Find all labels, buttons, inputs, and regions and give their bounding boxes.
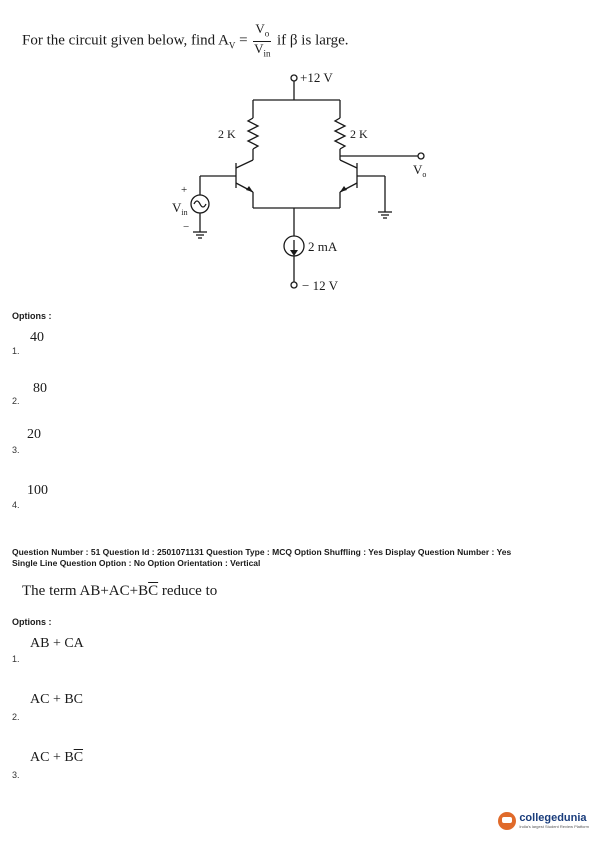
q1-option-2-value[interactable]: 80 (33, 381, 47, 396)
q2-option-1-number: 1. (12, 654, 20, 664)
vin-minus-label: − (183, 221, 189, 233)
collegedunia-logo: collegedunia India's largest Student Rev… (498, 812, 589, 830)
q1-frac-denominator: Vin (254, 40, 271, 59)
current-label: 2 mA (308, 239, 338, 254)
q1-option-4-number: 4. (12, 500, 20, 510)
circuit-diagram: +12 V 2 K 2 K Vo Vin + − 2 mA − 12 V (172, 70, 426, 293)
vo-terminal (417, 152, 425, 160)
q2-text-before: The term AB+AC+B (22, 583, 149, 599)
q2-option-1-value[interactable]: AB + CA (30, 636, 84, 651)
q1-frac-numerator: Vo (253, 22, 272, 42)
logo-tagline: India's largest Student Review Platform (519, 824, 589, 829)
q2-text-after: reduce to (158, 583, 218, 599)
q2-option-3-overline-c: C (73, 750, 84, 765)
rc-left-label: 2 K (218, 127, 236, 141)
q2-option-2-number: 2. (12, 712, 20, 722)
q1-option-1-number: 1. (12, 346, 20, 356)
options-label-q2: Options : (12, 617, 52, 627)
q2-option-2-value[interactable]: AC + BC (30, 692, 84, 707)
question-meta-line-2: Single Line Question Option : No Option … (12, 558, 261, 568)
q2-option-3-number: 3. (12, 770, 20, 780)
q1-option-2-number: 2. (12, 396, 20, 406)
logo-mark-icon (498, 812, 517, 830)
vin-label: Vin (172, 200, 188, 217)
vin-plus-label: + (181, 184, 187, 196)
vcc-terminal (290, 74, 298, 82)
q1-text-after: if β is large. (277, 32, 349, 49)
q1-option-1-value[interactable]: 40 (30, 330, 44, 345)
question-2-text: The term AB+AC+BC reduce to (22, 583, 217, 600)
q1-text-before: For the circuit given below, find A (22, 32, 229, 49)
options-label-q1: Options : (12, 311, 52, 321)
rc-right-resistor (333, 117, 347, 150)
q1-fraction: Vo Vin (253, 22, 272, 60)
rc-left-resistor (246, 117, 260, 150)
question-1-text: For the circuit given below, find AV = V… (22, 22, 349, 60)
rc-right-label: 2 K (350, 127, 368, 141)
q2-option-3-value[interactable]: AC + BC (30, 750, 84, 765)
vcc-label: +12 V (300, 70, 333, 85)
q1-option-3-number: 3. (12, 445, 20, 455)
vo-label: Vo (413, 162, 426, 179)
q2-overline-c: C (148, 583, 159, 599)
vee-label: − 12 V (302, 278, 339, 293)
q1-option-4-value[interactable]: 100 (27, 483, 48, 498)
q1-equals: = (235, 32, 252, 49)
question-meta-line-1: Question Number : 51 Question Id : 25010… (12, 547, 512, 557)
q1-option-3-value[interactable]: 20 (27, 427, 41, 442)
logo-name: collegedunia (519, 812, 587, 824)
q1-av-sub: V (228, 40, 236, 51)
vee-terminal (290, 281, 298, 289)
